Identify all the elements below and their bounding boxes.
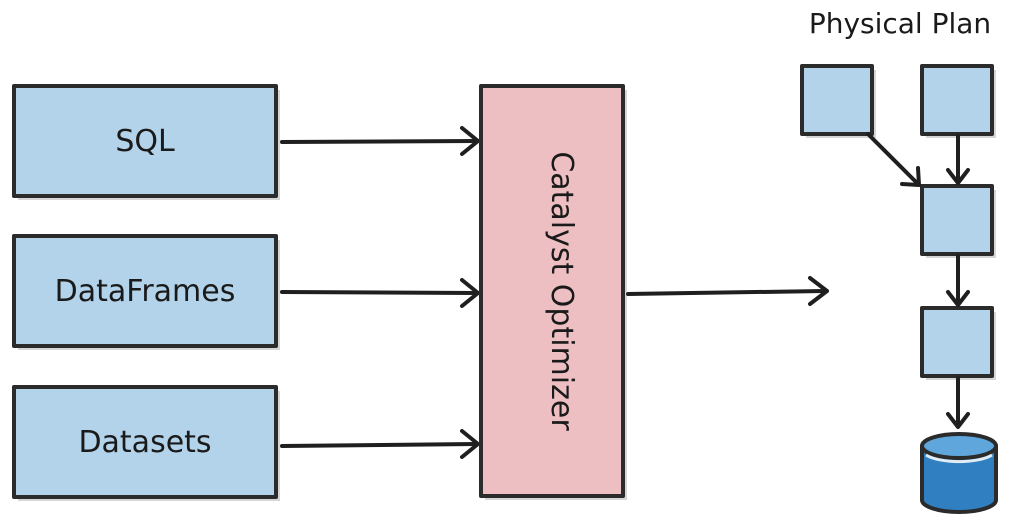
input-box-datasets: Datasets xyxy=(12,385,280,501)
plan-arrow-middle-to-lower xyxy=(946,254,970,307)
plan-node-middle xyxy=(920,184,996,258)
input-label-dataframes: DataFrames xyxy=(55,274,236,309)
plan-node-lower xyxy=(920,306,996,380)
input-box-dataframes: DataFrames xyxy=(12,234,280,350)
plan-arrow-left-to-middle xyxy=(866,132,921,187)
input-box-sql: SQL xyxy=(12,84,280,200)
plan-node-top-right xyxy=(920,64,996,138)
input-label-datasets: Datasets xyxy=(78,425,211,460)
arrow-datasets-to-optimizer xyxy=(280,429,480,459)
database-icon xyxy=(920,432,998,514)
plan-arrow-lower-to-database xyxy=(946,376,970,429)
physical-plan-title: Physical Plan xyxy=(809,7,991,40)
arrow-optimizer-to-plan xyxy=(626,276,829,306)
arrow-dataframes-to-optimizer xyxy=(280,278,480,308)
optimizer-label: Catalyst Optimizer xyxy=(544,151,579,431)
input-label-sql: SQL xyxy=(115,124,175,159)
plan-node-top-left xyxy=(800,64,876,138)
arrow-sql-to-optimizer xyxy=(280,126,480,156)
plan-arrow-right-to-middle xyxy=(946,134,970,185)
catalyst-optimizer-box: Catalyst Optimizer xyxy=(479,84,627,500)
